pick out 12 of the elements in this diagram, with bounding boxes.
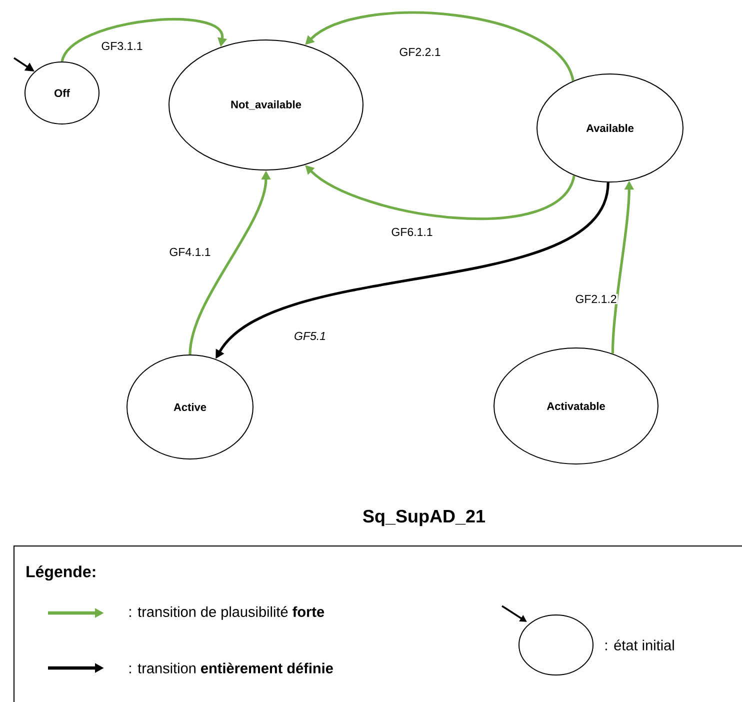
edge-label: GF2.2.1 — [398, 46, 442, 58]
legend-heading: Légende: — [26, 565, 96, 581]
arrow — [60, 18, 228, 62]
legend-text: : transition entièrement définie — [130, 662, 333, 674]
edge-label: GF4.1.1 — [168, 246, 212, 258]
edge-label: GF5.1 — [293, 330, 327, 342]
diagram-title: Sq_SupAD_21 — [363, 510, 486, 526]
legend-text: : transition de plausibilité forte — [130, 606, 324, 620]
legend-text: : état initial — [606, 640, 674, 650]
edge-label: GF6.1.1 — [390, 226, 434, 238]
edge-label: GF2.1.2 — [574, 294, 618, 304]
edge-label: GF3.1.1 — [100, 40, 144, 52]
